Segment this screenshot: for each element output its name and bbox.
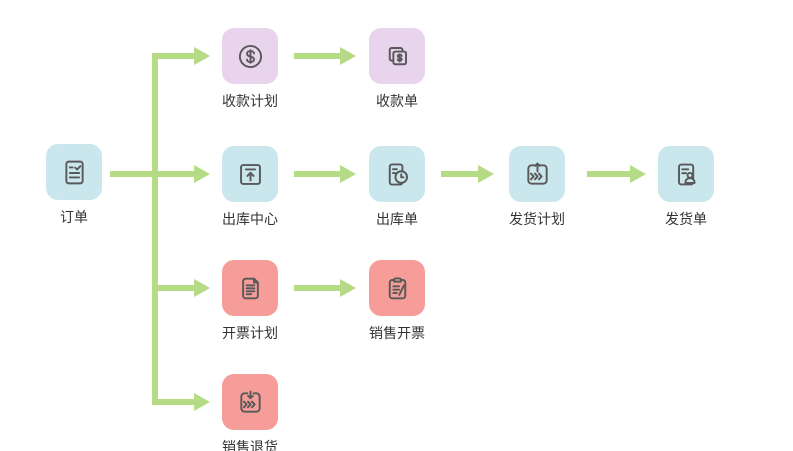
node-label: 出库单 (376, 211, 418, 227)
arrow-order-to-payment-plan (152, 53, 194, 59)
node-label: 发货单 (665, 211, 707, 227)
doc-person-icon (658, 146, 714, 202)
dollar-copy-icon (369, 28, 425, 84)
node-label: 销售退货 (222, 439, 278, 451)
trunk-line (152, 53, 158, 405)
dollar-circle-icon (222, 28, 278, 84)
arrow-order-to-sales-return (152, 399, 194, 405)
node-order[interactable]: 订单 (24, 144, 124, 227)
clipboard-pen-icon (369, 260, 425, 316)
node-shipping-plan[interactable]: 发货计划 (487, 146, 587, 229)
node-label: 开票计划 (222, 325, 278, 341)
node-sales-return[interactable]: 销售退货 (200, 374, 300, 451)
node-outbound-order[interactable]: 出库单 (347, 146, 447, 229)
dispatch-in-icon (222, 374, 278, 430)
arrow-order-to-outbound-center (110, 171, 194, 177)
arrow-invoice-plan-to-sales-invoice (294, 285, 340, 291)
node-label: 收款单 (376, 93, 418, 109)
dispatch-out-icon (509, 146, 565, 202)
node-payment-receipt[interactable]: 收款单 (347, 28, 447, 111)
arrow-shipping-plan-to-shipping-order (587, 171, 630, 177)
node-sales-invoice[interactable]: 销售开票 (347, 260, 447, 343)
node-outbound-center[interactable]: 出库中心 (200, 146, 300, 229)
node-shipping-order[interactable]: 发货单 (636, 146, 736, 229)
arrow-outbound-order-to-shipping-plan (441, 171, 478, 177)
doc-fold-icon (222, 260, 278, 316)
arrow-outbound-center-to-outbound-order (294, 171, 340, 177)
node-label: 发货计划 (509, 211, 565, 227)
node-label: 订单 (60, 209, 88, 225)
arrow-order-to-invoice-plan (152, 285, 194, 291)
doc-clock-icon (369, 146, 425, 202)
node-payment-plan[interactable]: 收款计划 (200, 28, 300, 111)
node-invoice-plan[interactable]: 开票计划 (200, 260, 300, 343)
node-label: 收款计划 (222, 93, 278, 109)
node-label: 销售开票 (369, 325, 425, 341)
order-checklist-icon (46, 144, 102, 200)
node-label: 出库中心 (222, 211, 278, 227)
upload-box-icon (222, 146, 278, 202)
arrow-payment-plan-to-payment-receipt (294, 53, 340, 59)
